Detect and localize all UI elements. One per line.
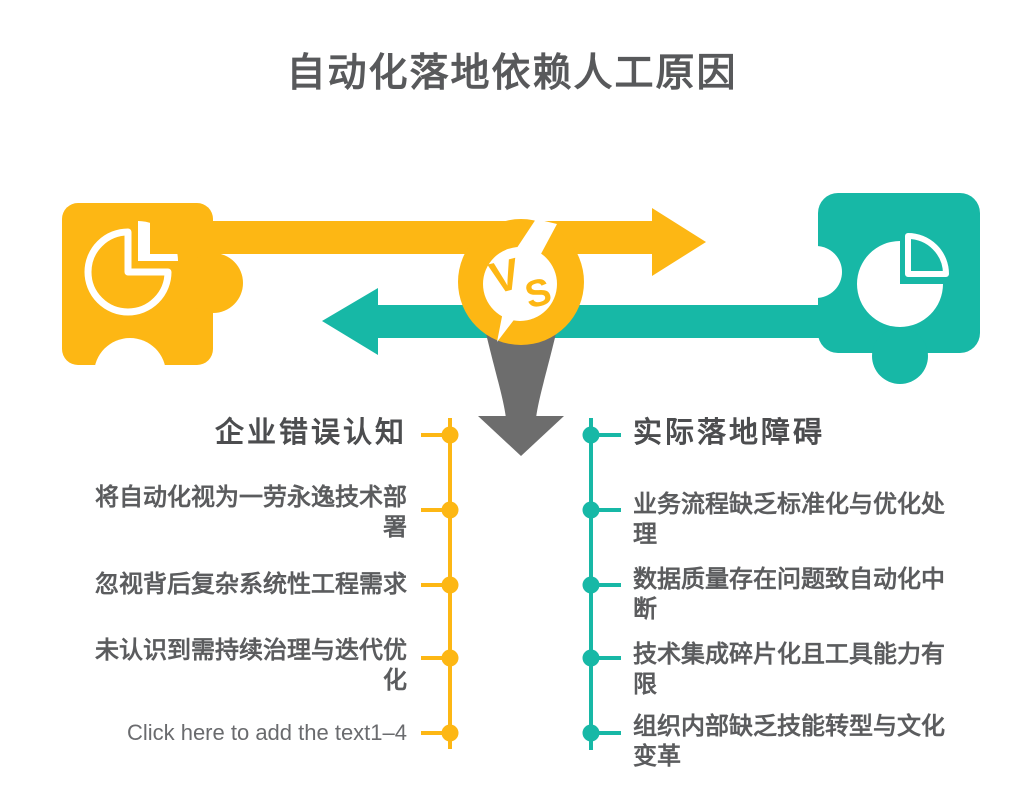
down-arrow-stem: [484, 325, 558, 418]
down-arrow-icon: [478, 325, 564, 456]
right-puzzle-notch: [790, 246, 842, 298]
pie-chart-icon-right: [857, 233, 949, 327]
lightning-bolt-icon: [493, 219, 557, 342]
left-timeline: [421, 418, 459, 749]
right-timeline-marker: [582, 426, 621, 444]
right-column-header: 实际落地障碍: [633, 417, 826, 449]
list-item-left-4-placeholder[interactable]: Click here to add the text1–4: [126, 720, 407, 745]
left-column-header: 企业错误认知: [214, 417, 407, 449]
right-timeline-marker: [582, 576, 621, 594]
list-item-left-2: 忽视背后复杂系统性工程需求: [95, 571, 407, 598]
page-title: 自动化落地依赖人工原因: [286, 52, 738, 95]
list-item-right-2: 数据质量存在问题致自动化中断: [633, 566, 945, 623]
down-arrow-head: [478, 416, 564, 456]
left-puzzle-knob: [183, 253, 243, 313]
right-timeline-marker: [582, 724, 621, 742]
left-timeline-marker: [421, 576, 459, 594]
right-timeline-marker: [582, 649, 621, 667]
left-timeline-marker: [421, 426, 459, 444]
right-timeline-marker: [582, 501, 621, 519]
left-timeline-marker: [421, 724, 459, 742]
list-item-left-3: 未认识到需持续治理与迭代优化: [95, 637, 407, 694]
list-item-right-3: 技术集成碎片化且工具能力有限: [633, 641, 945, 698]
right-puzzle-knob: [872, 328, 928, 384]
list-item-right-1: 业务流程缺乏标准化与优化处理: [633, 491, 945, 548]
left-puzzle-notch: [94, 338, 166, 410]
right-arrow: [150, 208, 706, 276]
left-arrow: [322, 288, 830, 355]
left-timeline-marker: [421, 501, 459, 519]
vs-badge: V S: [458, 219, 584, 345]
puzzle-piece-icon-right: [790, 193, 980, 384]
pie-circle-filled: [857, 241, 943, 327]
list-item-right-4: 组织内部缺乏技能转型与文化变革: [633, 713, 945, 770]
list-item-left-1: 将自动化视为一劳永逸技术部署: [95, 484, 407, 541]
right-timeline: [582, 418, 621, 750]
pie-slice-outline: [905, 233, 949, 277]
left-timeline-marker: [421, 649, 459, 667]
pie-circle-outline: [84, 228, 172, 316]
